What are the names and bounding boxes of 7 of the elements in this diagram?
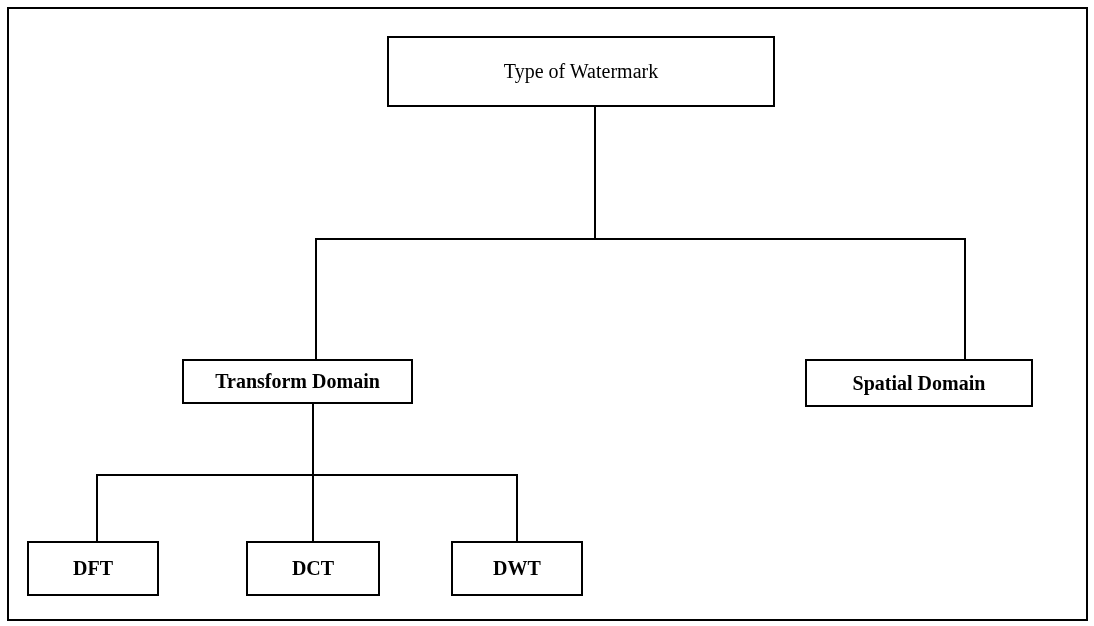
category-box: Spatial Domain <box>805 359 1033 407</box>
category-box: DCT <box>246 541 380 596</box>
category-box: Type of Watermark <box>387 36 775 107</box>
category-box: DFT <box>27 541 159 596</box>
category-box: Transform Domain <box>182 359 413 404</box>
category-box: DWT <box>451 541 583 596</box>
connector-line <box>312 403 518 542</box>
